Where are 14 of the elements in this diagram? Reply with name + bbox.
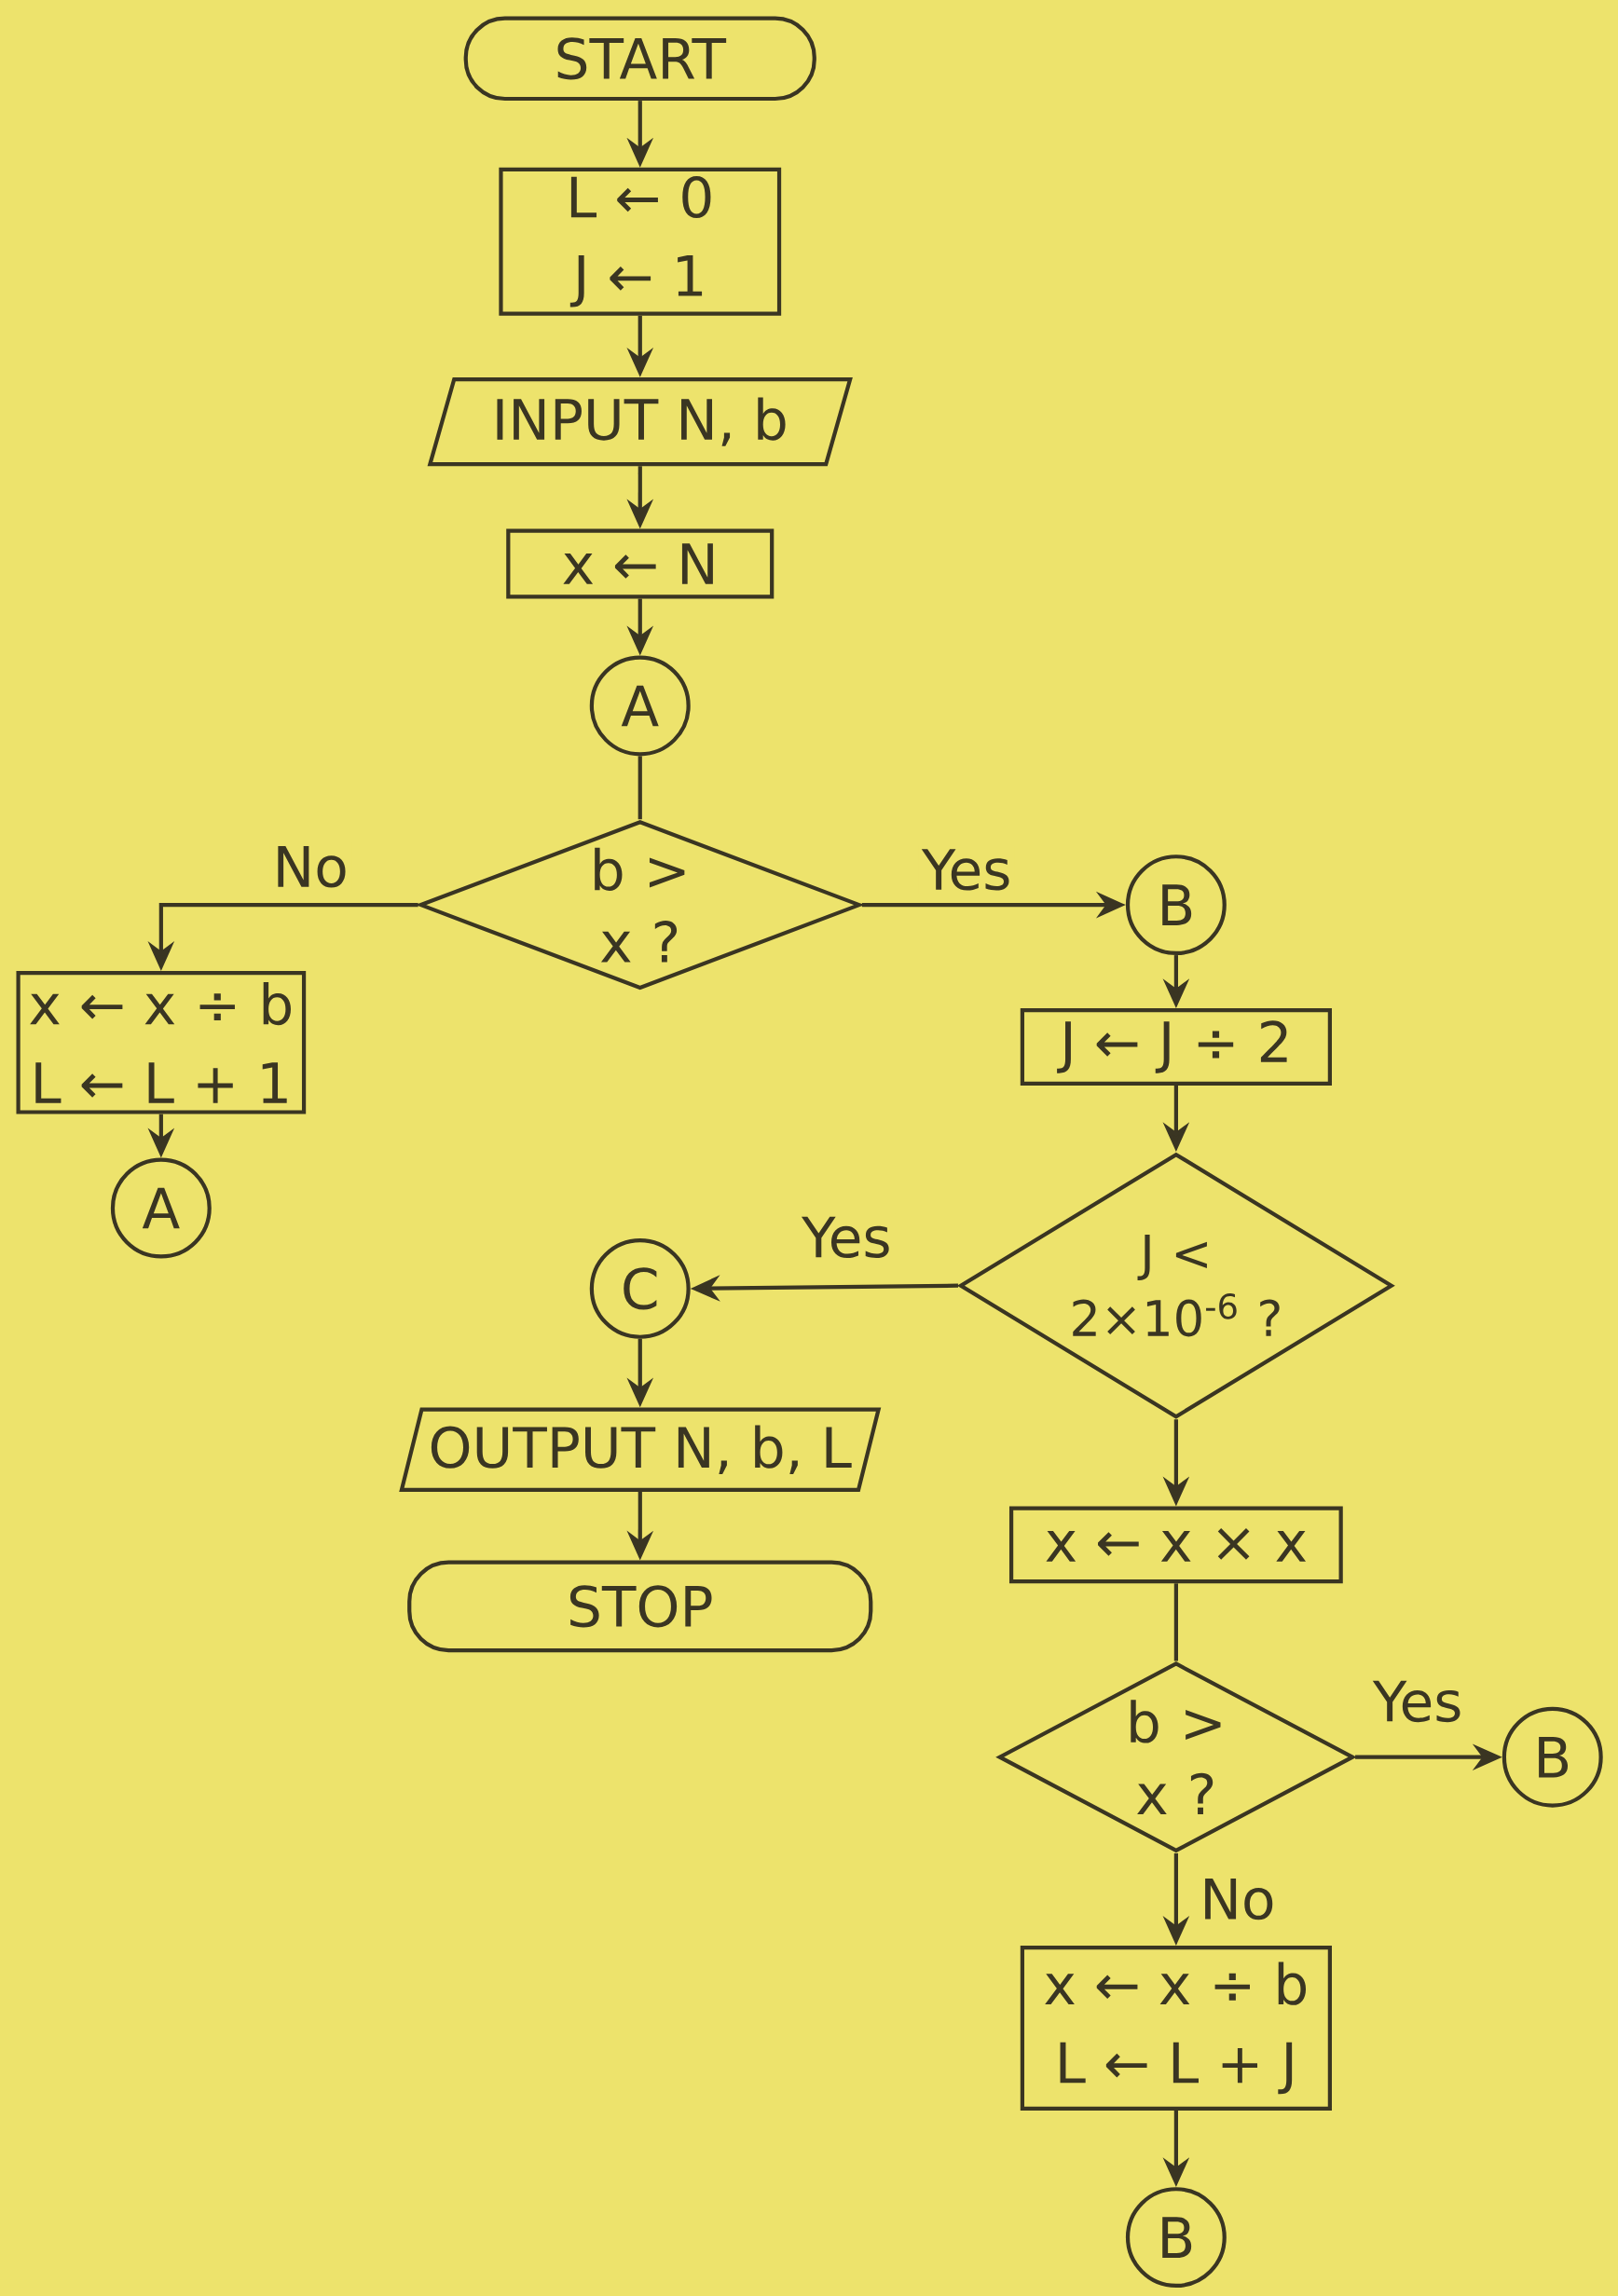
edge-label: No: [1196, 1875, 1279, 1923]
process-box: x ← x ÷ b L ← L + J: [1020, 1945, 1332, 2111]
process-box: x ← x × x: [1008, 1506, 1343, 1584]
process-box: L ← 0 J ← 1: [499, 167, 781, 316]
process-box: x ← x ÷ b L ← L + 1: [16, 971, 306, 1114]
process-box: J ← J ÷ 2: [1020, 1008, 1332, 1086]
edge-label: Yes: [918, 845, 1015, 895]
edge-label: Yes: [798, 1213, 895, 1262]
process-box: x ← N: [506, 528, 775, 599]
terminal-box: START: [463, 16, 816, 102]
terminal-box: STOP: [406, 1560, 873, 1653]
input-output-parallelogram: OUTPUT N, b, L: [399, 1407, 882, 1493]
edge-label: No: [268, 842, 352, 891]
edge-label: Yes: [1369, 1677, 1466, 1726]
